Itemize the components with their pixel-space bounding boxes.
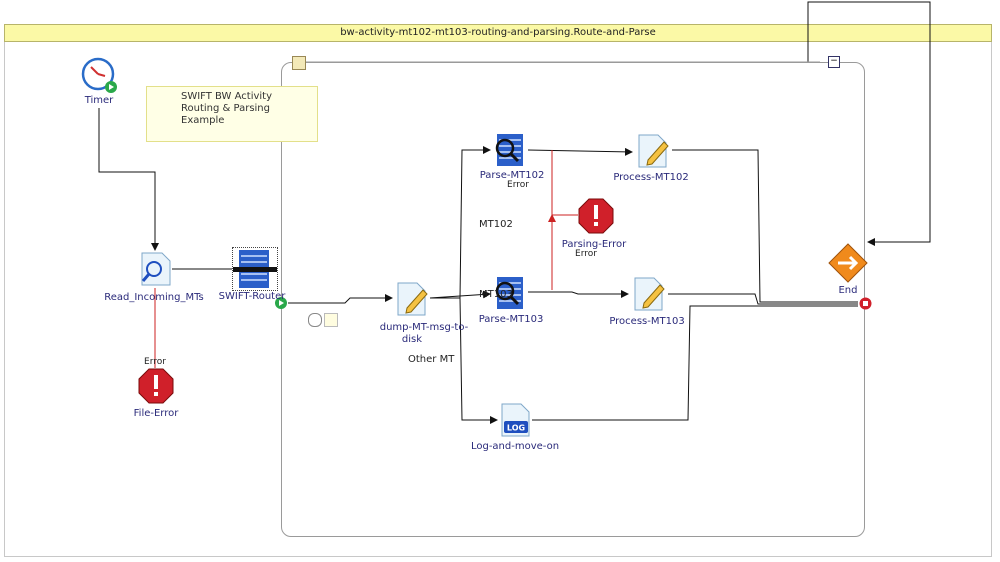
mt102-to-process-wire	[527, 147, 633, 156]
annotation-note[interactable]: SWIFT BW Activity Routing & Parsing Exam…	[146, 86, 318, 142]
end-diamond-icon	[828, 243, 868, 283]
note-line: Example	[181, 115, 225, 126]
parse-mt102-label: Parse-MT102	[479, 170, 545, 181]
note-line: Routing & Parsing	[181, 103, 270, 114]
router-icon	[233, 250, 277, 288]
process-mt103-label: Process-MT103	[609, 316, 685, 327]
group-menu-icon[interactable]	[292, 56, 306, 70]
timer-to-read-wire	[98, 108, 159, 251]
dump-label-2: disk	[401, 334, 423, 345]
process-title-bar[interactable]: bw-activity-mt102-mt103-routing-and-pars…	[4, 24, 992, 42]
parse-icon	[495, 134, 523, 166]
write-file-icon	[638, 134, 669, 168]
timer-clock-icon	[81, 57, 117, 93]
process103-to-end-wire	[668, 293, 858, 305]
write-file-icon	[634, 277, 665, 311]
log-file-icon: LOG	[501, 403, 530, 437]
mt103-transition-label: MT103	[479, 289, 513, 300]
timer-label: Timer	[84, 95, 114, 106]
other-transition-label: Other MT	[408, 354, 455, 365]
file-error-label: File-Error	[133, 408, 179, 419]
router-start-icon	[275, 297, 287, 309]
collapse-icon[interactable]: −	[828, 56, 840, 68]
log-badge-text: LOG	[507, 424, 525, 433]
file-error-node[interactable]	[138, 368, 174, 404]
note-small-icon[interactable]	[324, 313, 338, 327]
mt102-transition-label: MT102	[479, 219, 513, 230]
process-mt102-node[interactable]	[636, 134, 670, 168]
dump-to-log-wire	[459, 297, 498, 424]
swift-router-label: SWIFT-Router	[218, 291, 286, 302]
mt103-to-process-wire	[528, 290, 629, 298]
log-to-end-wire	[532, 305, 858, 421]
parsing-error-node[interactable]	[578, 198, 614, 234]
process-mt102-label: Process-MT102	[613, 172, 689, 183]
note-line: SWIFT BW Activity	[181, 91, 273, 102]
log-label: Log-and-move-on	[470, 441, 560, 452]
write-file-icon	[397, 282, 428, 316]
parsing-error-label: Parsing-Error	[561, 239, 627, 250]
end-label: End	[838, 285, 858, 296]
process-mt103-node[interactable]	[632, 277, 666, 311]
log-node[interactable]: LOG	[499, 403, 533, 437]
loop-wire	[807, 1, 931, 246]
parse-mt102-node[interactable]	[491, 132, 527, 168]
dump-label-1: dump-MT-msg-to-	[379, 322, 469, 333]
error-octagon-icon	[578, 198, 614, 234]
swift-router-node[interactable]	[232, 247, 278, 291]
router-to-dump-wire	[288, 294, 393, 304]
process102-to-end-wire	[672, 149, 858, 303]
parse-mt102-error-label: Error	[507, 180, 529, 190]
parse-icon	[495, 277, 523, 309]
file-search-icon	[141, 252, 171, 286]
link-icon[interactable]	[308, 313, 322, 327]
error-octagon-icon	[138, 368, 174, 404]
read-error-label: Error	[144, 357, 166, 367]
dump-node[interactable]	[395, 282, 429, 316]
dump-to-mt102-wire	[430, 146, 491, 299]
read-incoming-label: Read_Incoming_MTs	[104, 292, 204, 303]
end-stop-icon	[859, 297, 872, 310]
parsing-error-sub-label: Error	[575, 249, 597, 259]
dump-to-mt103-wire	[429, 290, 491, 299]
timer-node[interactable]	[81, 57, 117, 93]
parse-mt103-node[interactable]	[491, 275, 527, 311]
parse-error-wires	[552, 150, 578, 290]
read-incoming-node[interactable]	[138, 252, 172, 286]
end-node[interactable]	[828, 243, 868, 283]
parse-mt103-label: Parse-MT103	[478, 314, 544, 325]
